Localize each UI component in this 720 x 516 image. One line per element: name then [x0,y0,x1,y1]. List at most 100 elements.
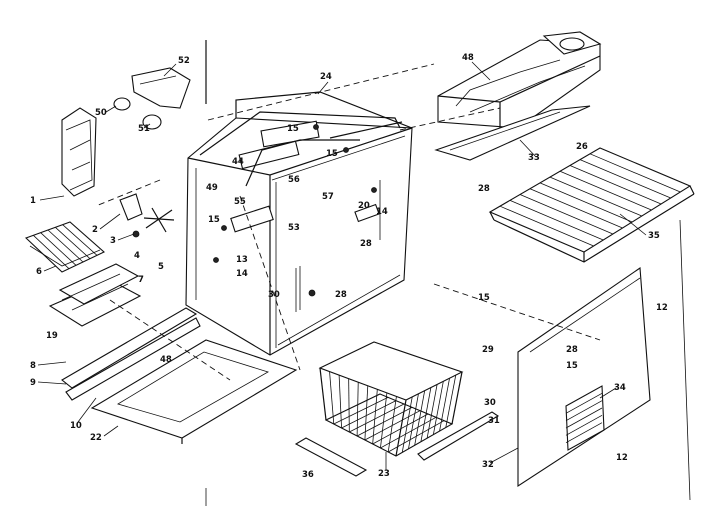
callout-2: 2 [92,225,98,235]
toe-grille-rail [61,307,201,401]
basket-floor-wire [333,396,389,425]
fan-blade-4 [143,207,175,233]
cabinet-liner [185,91,413,356]
shelf-wire [539,182,633,223]
basket-floor-wire [388,420,445,453]
callout-29: 29 [482,345,494,355]
callout-33: 33 [528,153,540,163]
shelf-wire [579,159,671,199]
callout-24: 24 [320,72,332,82]
grille-slat [565,392,603,414]
callout-57: 57 [322,192,334,202]
callout-55: 55 [234,197,246,207]
basket-wire [329,371,335,425]
wire-basket [318,341,464,457]
tray-divider [33,235,70,269]
basket-wire [445,375,457,428]
basket-wire [364,385,369,441]
tray-divider [62,224,98,256]
callout-30-liner: 30 [268,290,280,300]
callout-26: 26 [576,142,588,152]
shelf-wire [509,199,604,241]
tray-divider [47,229,84,263]
basket-wire [338,375,342,429]
side-panel-32 [517,267,651,488]
basket-wire [387,396,397,453]
callout-15-mid: 15 [326,149,338,159]
rail-31 [417,411,500,461]
basket-wire [372,389,378,445]
callout-56: 56 [288,175,300,185]
leader-lines [37,61,647,470]
shelf-wire [569,165,662,205]
basket-wire [348,378,350,433]
callout-22: 22 [90,433,102,443]
ice-maker-bracket [61,107,97,197]
shelf-wire [589,153,681,193]
tray-divider [55,227,91,259]
shelf-wire [529,188,623,229]
callout-48: 48 [462,53,474,63]
callout-4: 4 [134,251,140,261]
basket-wire [356,382,359,437]
basket-floor-wire [356,406,413,437]
callout-9: 9 [30,378,36,388]
drawer-front-22 [90,339,298,444]
shelf-wire [519,194,614,235]
grille-slat [565,414,603,436]
callout-50: 50 [95,108,107,118]
basket-floor-wire [341,400,397,429]
callout-5: 5 [158,262,164,272]
tray-divider [40,232,77,266]
grille-slat [565,407,603,429]
callout-53: 53 [288,223,300,233]
trim-36 [294,437,368,477]
callout-1: 1 [30,196,36,206]
callout-15-top: 15 [287,124,299,134]
callout-52: 52 [178,56,190,66]
callout-8: 8 [30,361,36,371]
shelf-wire [549,176,642,217]
shelf-wire [499,205,594,247]
callout-12-bottom: 12 [616,453,628,463]
grille-slat [565,400,603,422]
callout-49: 49 [206,183,218,193]
callout-35: 35 [648,231,660,241]
top-cover-assembly [434,31,602,161]
basket-wire [380,392,388,449]
fan-motor-2 [119,193,143,238]
ice-bin-52 [131,67,191,109]
callout-51: 51 [138,124,150,134]
shelf-wire [559,170,652,211]
callout-15-left: 15 [208,215,220,225]
callout-15-bracket: 15 [478,293,490,303]
callout-19: 19 [46,331,58,341]
callout-32: 32 [482,460,494,470]
wire-shelf [488,147,695,263]
callout-10: 10 [70,421,82,431]
callout-23: 23 [378,469,390,479]
callout-13: 13 [236,255,248,265]
callout-7: 7 [138,275,144,285]
callout-28-liner: 28 [335,290,347,300]
callout-20: 20 [358,201,370,211]
grille-slat [565,422,603,444]
callout-15-panel: 15 [566,361,578,371]
callout-6: 6 [36,267,42,277]
rack-7 [48,263,142,327]
ice-tray-6 [24,221,105,273]
callout-28-right: 28 [360,239,372,249]
callout-48-drawer: 48 [160,355,172,365]
callout-34: 34 [614,383,626,393]
callout-36: 36 [302,470,314,480]
callout-labels: 52 50 51 1 2 3 4 5 6 7 8 9 10 19 22 24 1… [30,53,668,480]
callout-30-rail: 30 [484,398,496,408]
callout-3: 3 [110,236,116,246]
callout-28-panel: 28 [566,345,578,355]
assembly-lines [95,40,691,506]
callout-14: 14 [236,269,248,279]
callout-44: 44 [232,157,244,167]
callout-14-right: 14 [376,207,388,217]
